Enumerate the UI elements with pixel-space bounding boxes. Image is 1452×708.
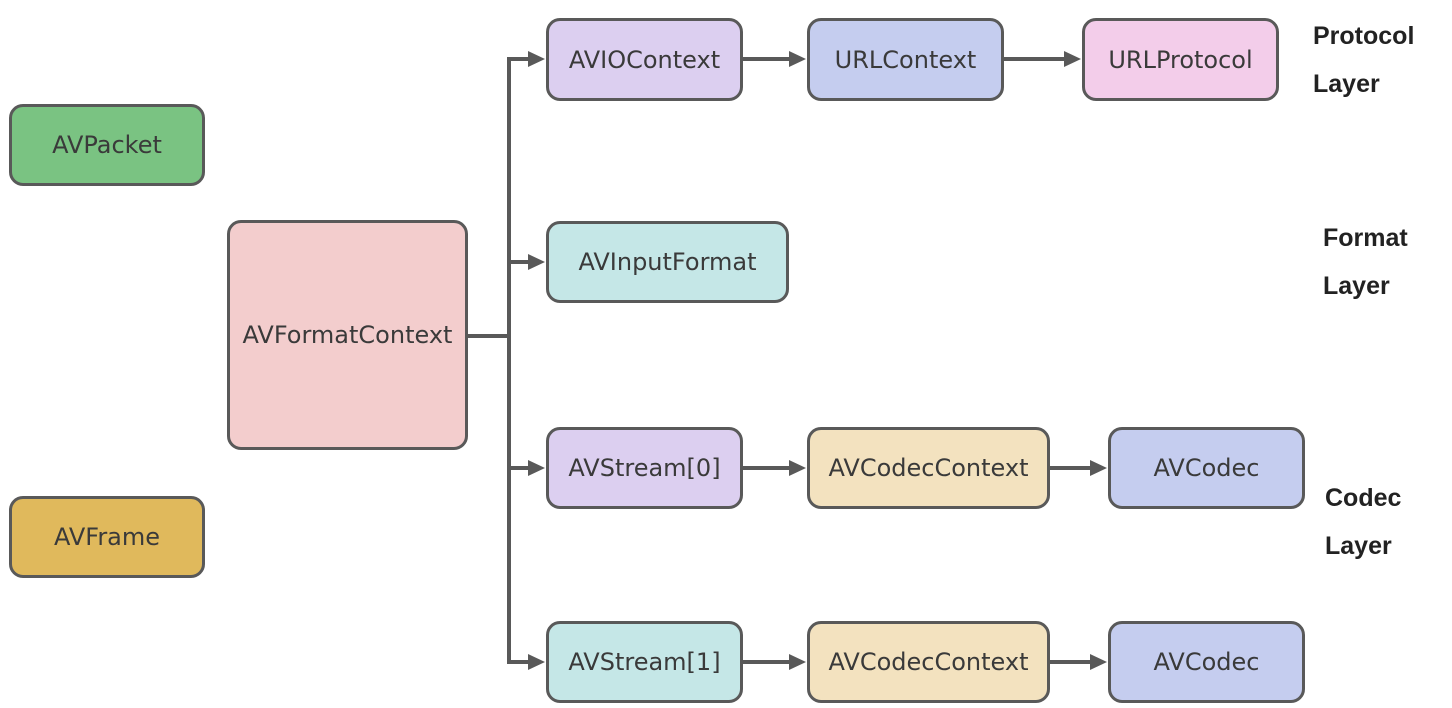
url-context-node: URLContext [807, 18, 1004, 101]
protocol-layer-line-1: Protocol [1313, 22, 1415, 50]
url-protocol-node: URLProtocol [1082, 18, 1279, 101]
av-frame-label: AVFrame [53, 523, 161, 551]
avio-context-node: AVIOContext [546, 18, 743, 101]
arrowhead [528, 654, 545, 670]
av-codec-0-label: AVCodec [1153, 454, 1260, 482]
format-layer-line-1: Format [1323, 224, 1408, 252]
arrowhead [1090, 654, 1107, 670]
format-layer-line-2: Layer [1323, 272, 1390, 300]
avio-context-label: AVIOContext [568, 45, 721, 74]
av-codec-0-node: AVCodec [1108, 427, 1305, 509]
codec-layer-line-1: Codec [1325, 484, 1402, 512]
url-protocol-label: URLProtocol [1108, 45, 1253, 74]
av-packet-node: AVPacket [9, 104, 205, 186]
arrowhead [528, 254, 545, 270]
av-codec-context-0-label: AVCodecContext [828, 454, 1029, 482]
codec-layer-line-2: Layer [1325, 532, 1392, 560]
av-stream-1-label: AVStream[1] [568, 648, 721, 676]
format-layer-label: Format Layer [1323, 214, 1408, 310]
av-stream-0-node: AVStream[0] [546, 427, 743, 509]
arrowhead [528, 460, 545, 476]
av-stream-1-node: AVStream[1] [546, 621, 743, 703]
protocol-layer-line-2: Layer [1313, 70, 1380, 98]
arrowhead [1090, 460, 1107, 476]
av-codec-context-0-node: AVCodecContext [807, 427, 1050, 509]
av-codec-1-label: AVCodec [1153, 648, 1260, 676]
av-input-format-node: AVInputFormat [546, 221, 789, 303]
av-format-context-label: AVFormatContext [242, 321, 453, 349]
av-packet-label: AVPacket [52, 131, 162, 159]
arrowhead [789, 51, 806, 67]
av-codec-context-1-node: AVCodecContext [807, 621, 1050, 703]
av-codec-context-1-label: AVCodecContext [828, 648, 1029, 676]
arrowhead [1064, 51, 1081, 67]
av-input-format-label: AVInputFormat [578, 248, 757, 276]
codec-layer-label: Codec Layer [1325, 474, 1401, 570]
av-codec-1-node: AVCodec [1108, 621, 1305, 703]
av-frame-node: AVFrame [9, 496, 205, 578]
arrowhead [789, 654, 806, 670]
arrowhead [528, 51, 545, 67]
protocol-layer-label: Protocol Layer [1313, 12, 1414, 108]
arrowhead [789, 460, 806, 476]
url-context-label: URLContext [834, 45, 977, 74]
av-stream-0-label: AVStream[0] [568, 454, 721, 482]
av-format-context-node: AVFormatContext [227, 220, 468, 450]
